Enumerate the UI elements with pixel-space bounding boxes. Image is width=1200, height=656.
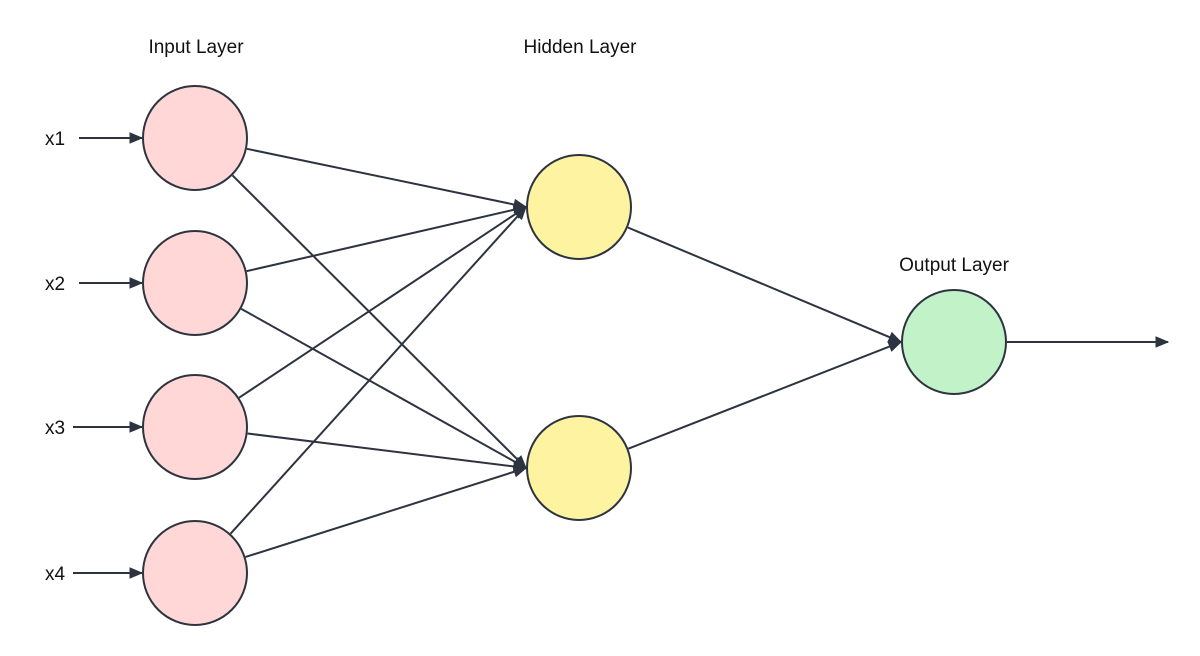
input-node-i3 bbox=[142, 374, 248, 480]
output-node-o1 bbox=[901, 289, 1007, 395]
hidden-node-h1 bbox=[526, 154, 632, 260]
edge-i2-h1 bbox=[246, 204, 528, 273]
hidden-node-h2 bbox=[526, 415, 632, 521]
layer-title-hidden: Hidden Layer bbox=[523, 37, 637, 58]
edge-i1-h2 bbox=[231, 174, 527, 469]
input-label-x1: x1 bbox=[45, 129, 65, 150]
edge-i2-h2 bbox=[240, 307, 528, 469]
layer-title-input: Input Layer bbox=[148, 37, 244, 58]
edge-h1-o1 bbox=[627, 226, 903, 343]
edge-i1-h1 bbox=[246, 147, 528, 211]
input-label-x3: x3 bbox=[45, 418, 65, 439]
edge-i4-h1 bbox=[229, 206, 527, 535]
input-label-x4: x4 bbox=[45, 564, 66, 585]
edge-h2-o1 bbox=[627, 341, 903, 450]
edge-i4-h2 bbox=[245, 466, 528, 558]
input-node-i1 bbox=[142, 85, 248, 191]
edge-i3-h2 bbox=[247, 432, 528, 473]
edge-i3-h1 bbox=[238, 206, 528, 399]
layer-title-output: Output Layer bbox=[899, 255, 1010, 276]
input-node-i4 bbox=[142, 520, 248, 626]
input-label-x2: x2 bbox=[45, 274, 65, 295]
input-node-i2 bbox=[142, 230, 248, 336]
